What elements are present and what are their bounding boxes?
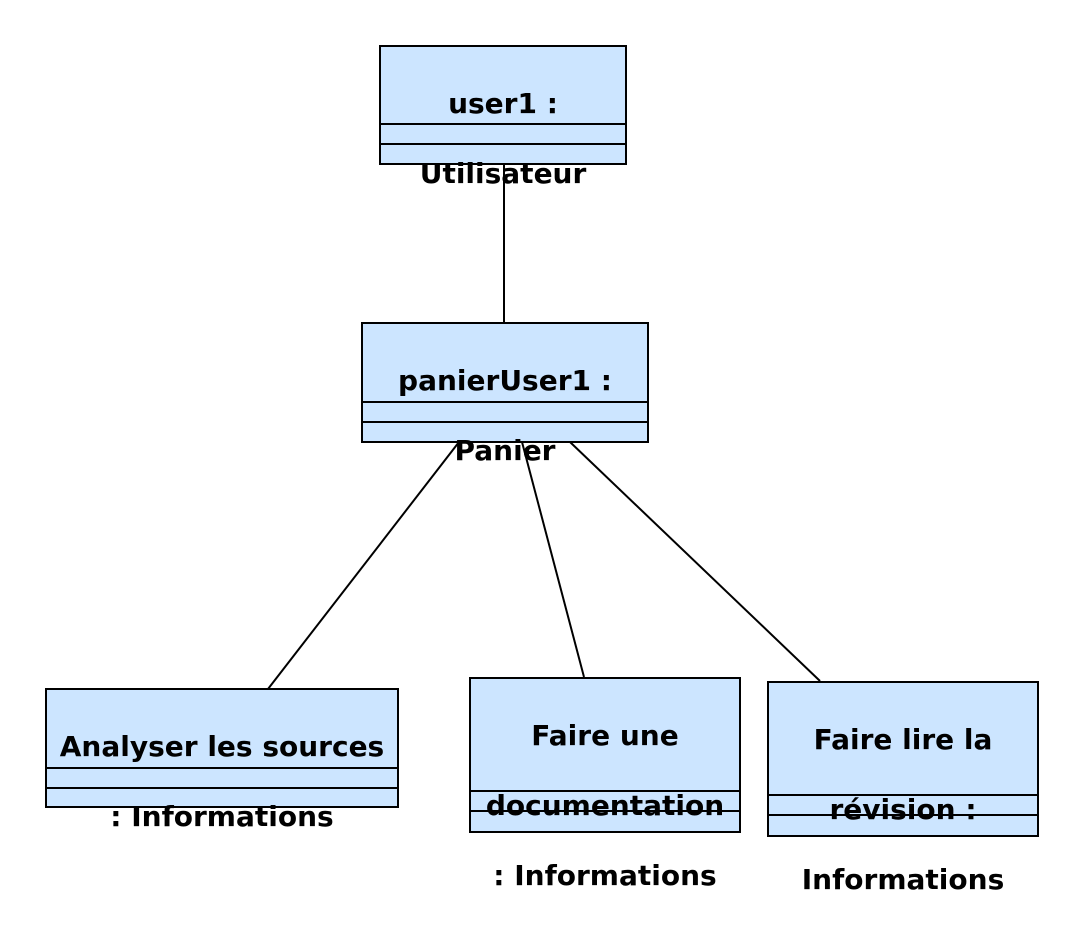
- object-name-line: documentation: [485, 789, 725, 822]
- operations-compartment: [47, 787, 397, 806]
- attributes-compartment: [363, 401, 647, 421]
- operations-compartment: [471, 810, 739, 831]
- operations-compartment: [769, 814, 1037, 835]
- operations-compartment: [381, 143, 625, 163]
- object-name-line: panierUser1 :: [398, 364, 612, 397]
- object-name: user1 : Utilisateur: [381, 47, 625, 190]
- object-name-line: Informations: [801, 863, 1005, 896]
- object-panieruser1-panier[interactable]: panierUser1 : Panier: [361, 322, 649, 467]
- object-name-line: Faire une: [531, 719, 679, 752]
- attributes-compartment: [769, 794, 1037, 814]
- object-name-line: révision :: [829, 793, 977, 826]
- attributes-compartment: [47, 767, 397, 787]
- object-name-line: user1 :: [448, 87, 558, 120]
- object-name: Faire une documentation : Informations: [471, 679, 739, 892]
- association-links: [267, 164, 821, 690]
- link-panier-analyser: [267, 441, 460, 690]
- object-name: Faire lire la révision : Informations: [769, 683, 1037, 896]
- object-faire-lire-la-revision[interactable]: Faire lire la révision : Informations: [767, 681, 1039, 896]
- object-name-line: : Informations: [110, 800, 334, 833]
- object-name-line: Utilisateur: [419, 157, 587, 190]
- object-name-line: Analyser les sources: [59, 730, 385, 763]
- operations-compartment: [363, 421, 647, 441]
- link-panier-documentation: [521, 441, 585, 678]
- object-user1-utilisateur[interactable]: user1 : Utilisateur: [379, 45, 627, 190]
- object-name-line: Faire lire la: [813, 723, 993, 756]
- object-analyser-les-sources[interactable]: Analyser les sources : Informations: [45, 688, 399, 833]
- attributes-compartment: [381, 123, 625, 143]
- link-panier-revision: [569, 441, 821, 682]
- object-name-line: : Informations: [493, 859, 717, 892]
- attributes-compartment: [471, 790, 739, 810]
- object-name: Analyser les sources : Informations: [47, 690, 397, 833]
- object-name-line: Panier: [454, 434, 556, 467]
- object-name: panierUser1 : Panier: [363, 324, 647, 467]
- object-faire-une-documentation[interactable]: Faire une documentation : Informations: [469, 677, 741, 892]
